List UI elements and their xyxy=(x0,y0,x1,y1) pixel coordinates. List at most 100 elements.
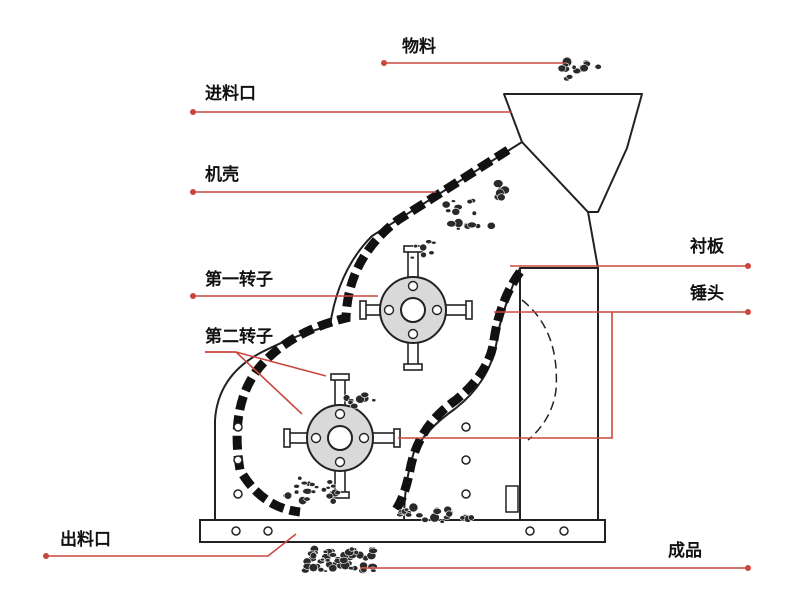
material-lumps xyxy=(282,56,602,574)
material-lump xyxy=(283,491,293,500)
material-lump xyxy=(303,496,311,502)
side-bolts xyxy=(233,422,471,499)
pin xyxy=(334,408,346,420)
material-lump xyxy=(293,483,300,489)
material-lump xyxy=(308,563,319,572)
material-lump xyxy=(471,210,477,216)
material-lump xyxy=(415,512,424,519)
material-lump xyxy=(451,207,461,216)
material-lump xyxy=(350,402,359,410)
hammer-head xyxy=(359,300,367,320)
leader-dot xyxy=(190,293,196,299)
bolt xyxy=(559,526,569,536)
material-lump xyxy=(325,492,334,500)
leader-outlet xyxy=(46,533,297,557)
material-lump xyxy=(425,239,433,245)
material-lump xyxy=(428,250,435,256)
material-lump xyxy=(339,556,349,564)
hammer-head xyxy=(403,245,423,253)
pin xyxy=(334,456,346,468)
rotor-shaft xyxy=(327,425,353,451)
leader-dot xyxy=(745,309,751,315)
material-lump xyxy=(445,208,452,213)
material-lump xyxy=(330,483,337,489)
material-lump xyxy=(446,220,457,228)
material-lump xyxy=(405,512,413,518)
material-lump xyxy=(466,199,473,205)
material-lump xyxy=(329,497,337,505)
bolt xyxy=(231,526,241,536)
material-lump xyxy=(328,552,338,558)
leader-dot xyxy=(381,60,387,66)
material-lump xyxy=(320,487,327,493)
pin xyxy=(383,304,395,316)
material-lump xyxy=(368,547,378,554)
labels: 物料 进料口 机壳 第一转子 第二转子 衬板 锤头 出料口 成品 xyxy=(60,36,725,561)
label-first-rotor: 第一转子 xyxy=(205,269,273,290)
leader-dot xyxy=(190,189,196,195)
material-lump xyxy=(370,568,377,573)
material-lump xyxy=(450,199,456,203)
rotor-pins xyxy=(383,280,443,340)
leader-dot xyxy=(43,553,49,559)
material-lump xyxy=(310,489,317,494)
label-feed-inlet: 进料口 xyxy=(205,83,256,104)
bolt xyxy=(233,489,243,499)
bolt xyxy=(233,455,243,465)
material-lump xyxy=(571,64,577,70)
material-lump xyxy=(353,549,359,555)
right-frame xyxy=(519,267,599,521)
label-casing: 机壳 xyxy=(205,164,239,185)
material-lump xyxy=(325,557,331,563)
rotor-pins xyxy=(310,408,370,468)
label-material: 物料 xyxy=(402,36,436,57)
liner-plate-band-right xyxy=(390,269,524,515)
material-lump xyxy=(459,515,466,521)
pin xyxy=(358,432,370,444)
material-lump xyxy=(334,490,342,496)
first-rotor xyxy=(359,245,473,371)
hammer-head xyxy=(465,300,473,320)
hammer-head xyxy=(283,428,291,448)
material-lump xyxy=(308,482,316,487)
material-lump xyxy=(467,514,475,521)
material-lump xyxy=(309,552,318,560)
leader-dot xyxy=(190,109,196,115)
hammer-head xyxy=(330,373,350,381)
material-lump xyxy=(314,485,320,489)
bolt xyxy=(461,455,471,465)
material-lump xyxy=(319,557,325,562)
material-lump xyxy=(419,243,428,252)
leader-second-rotor-b xyxy=(205,351,327,377)
material-lump xyxy=(348,546,355,552)
bolt xyxy=(233,422,243,432)
bolt xyxy=(525,526,535,536)
pin xyxy=(310,432,322,444)
material-lump xyxy=(493,179,504,188)
bolt xyxy=(461,489,471,499)
material-lump xyxy=(467,221,477,229)
leader-lines xyxy=(43,60,751,571)
material-lump xyxy=(317,567,325,573)
label-outlet: 出料口 xyxy=(60,529,111,550)
material-lump xyxy=(497,193,506,202)
label-product: 成品 xyxy=(668,540,702,561)
bolt xyxy=(263,526,273,536)
material-lump xyxy=(441,200,451,209)
material-lump xyxy=(557,64,567,73)
material-lump xyxy=(325,485,331,490)
leader-dot xyxy=(745,565,751,571)
material-lump xyxy=(408,502,419,513)
base-bolts xyxy=(231,526,569,536)
bolt xyxy=(461,422,471,432)
material-lump xyxy=(565,74,574,80)
label-second-rotor: 第二转子 xyxy=(205,326,273,347)
material-lump xyxy=(322,549,329,554)
material-lump xyxy=(594,63,602,70)
material-lump xyxy=(328,564,338,573)
material-lump xyxy=(421,516,429,523)
label-hammer: 锤头 xyxy=(690,283,724,304)
liner-plate-band xyxy=(232,146,511,517)
second-rotor xyxy=(283,373,401,499)
